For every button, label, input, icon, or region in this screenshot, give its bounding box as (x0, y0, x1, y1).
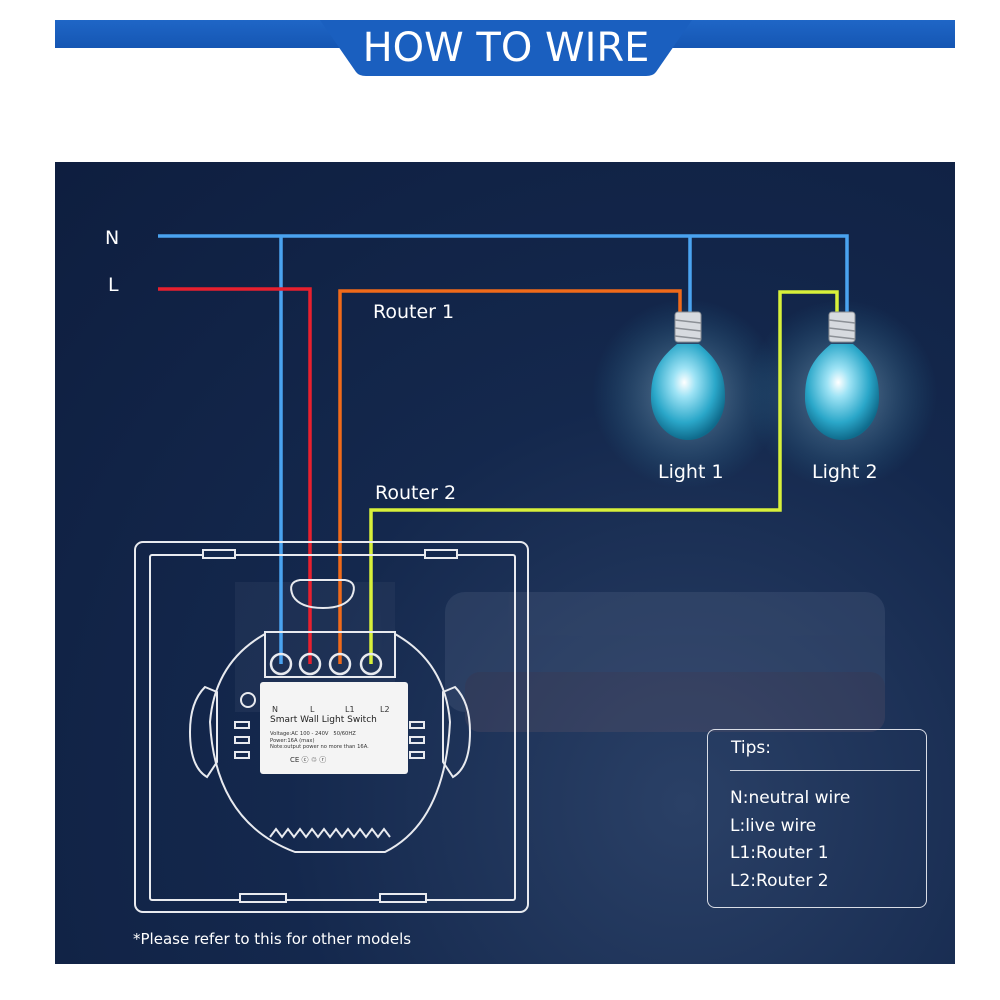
switch-spec-label: Smart Wall Light Switch Voltage:AC 100 -… (260, 682, 408, 774)
footnote: *Please refer to this for other models (133, 930, 412, 948)
terminal-n-label: N (272, 705, 278, 714)
router-1-label: Router 1 (373, 301, 455, 323)
router-1-wire (338, 289, 682, 664)
wall-switch (134, 541, 529, 913)
live-label: L (108, 274, 119, 296)
tip-item: L2:Router 2 (730, 870, 829, 891)
wiring-diagram-panel: N L Router 1 Router 2 Light 1 Light 2 Sm… (55, 162, 955, 964)
tips-divider (730, 770, 920, 771)
light-2-bulb (805, 311, 879, 440)
light-1-label: Light 1 (658, 461, 724, 483)
terminal-l-label: L (310, 705, 315, 714)
terminal-screws (269, 652, 383, 676)
neutral-label: N (105, 227, 120, 249)
tip-item: L:live wire (730, 815, 817, 836)
switch-spec: Voltage:AC 100 - 240V 50/60HZ Power:16A … (270, 731, 369, 750)
tip-item: L1:Router 1 (730, 843, 829, 863)
router-2-wire (369, 290, 839, 664)
wiring-diagram (134, 234, 937, 913)
router-2-label: Router 2 (375, 482, 457, 504)
page-title: HOW TO WIRE (362, 25, 650, 71)
header-tab (320, 20, 692, 76)
terminal-l2-label: L2 (380, 705, 390, 714)
cert-marks: CE ⓒ ♲ ⓡ (290, 756, 327, 764)
switch-title: Smart Wall Light Switch (270, 715, 377, 725)
tip-item: N:neutral wire (730, 788, 851, 808)
light-2-label: Light 2 (812, 461, 878, 483)
neutral-wire (158, 234, 849, 664)
tips-box: Tips: N:neutral wire L:live wire L1:Rout… (707, 729, 927, 908)
tips-list: N:neutral wire L:live wire L1:Router 1 L… (730, 785, 850, 895)
terminal-l1-label: L1 (345, 705, 355, 714)
tips-title: Tips: (731, 738, 771, 758)
light-1-bulb (651, 311, 725, 440)
live-wire (158, 287, 312, 664)
